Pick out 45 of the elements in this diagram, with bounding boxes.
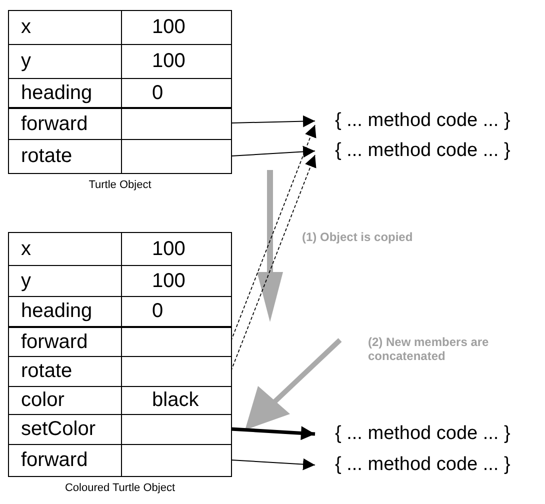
field-name: x: [20, 16, 32, 39]
field-name: setColor: [20, 418, 96, 441]
field-value: 100: [152, 270, 186, 292]
object-table: [8, 232, 232, 477]
arrow: [230, 115, 316, 128]
annotation-text: (1) Object is copied: [302, 230, 414, 244]
field-value: 0: [152, 82, 164, 104]
object-caption: Coloured Turtle Object: [64, 482, 176, 494]
table-row: [9, 326, 231, 356]
field-value: 0: [152, 300, 164, 323]
field-name: forward: [20, 449, 89, 472]
field-name: rotate: [20, 360, 74, 383]
annotation-text: (2) New members are concatenated: [368, 335, 490, 363]
table-row: [9, 265, 231, 296]
table-row: [9, 356, 231, 386]
arrow: [230, 146, 316, 158]
table-row: [9, 78, 231, 107]
table-row: [9, 296, 231, 326]
arrow: [230, 426, 316, 440]
arrow: [230, 458, 316, 470]
field-name: x: [20, 238, 32, 260]
method-code-text: { ... method code ... }: [335, 454, 510, 476]
object-table: [8, 10, 232, 174]
table-row: [9, 139, 231, 173]
table-row: [9, 444, 231, 476]
field-value: 100: [152, 16, 186, 39]
field-name: forward: [20, 330, 89, 354]
field-name: y: [20, 50, 32, 73]
table-row: [9, 414, 231, 444]
field-name: heading: [20, 300, 94, 323]
table-row: [9, 386, 231, 414]
table-row: [9, 44, 231, 78]
table-row: [9, 107, 231, 139]
field-value: 100: [152, 50, 186, 73]
field-value: 100: [152, 238, 186, 260]
method-code-text: { ... method code ... }: [335, 110, 510, 132]
field-name: rotate: [20, 145, 74, 168]
field-name: color: [20, 389, 66, 412]
object-caption: Turtle Object: [88, 179, 152, 191]
field-value: black: [152, 389, 199, 412]
field-name: heading: [20, 82, 94, 104]
field-name: y: [20, 270, 32, 292]
field-name: forward: [20, 112, 89, 136]
method-code-text: { ... method code ... }: [335, 140, 510, 162]
method-code-text: { ... method code ... }: [335, 423, 510, 445]
